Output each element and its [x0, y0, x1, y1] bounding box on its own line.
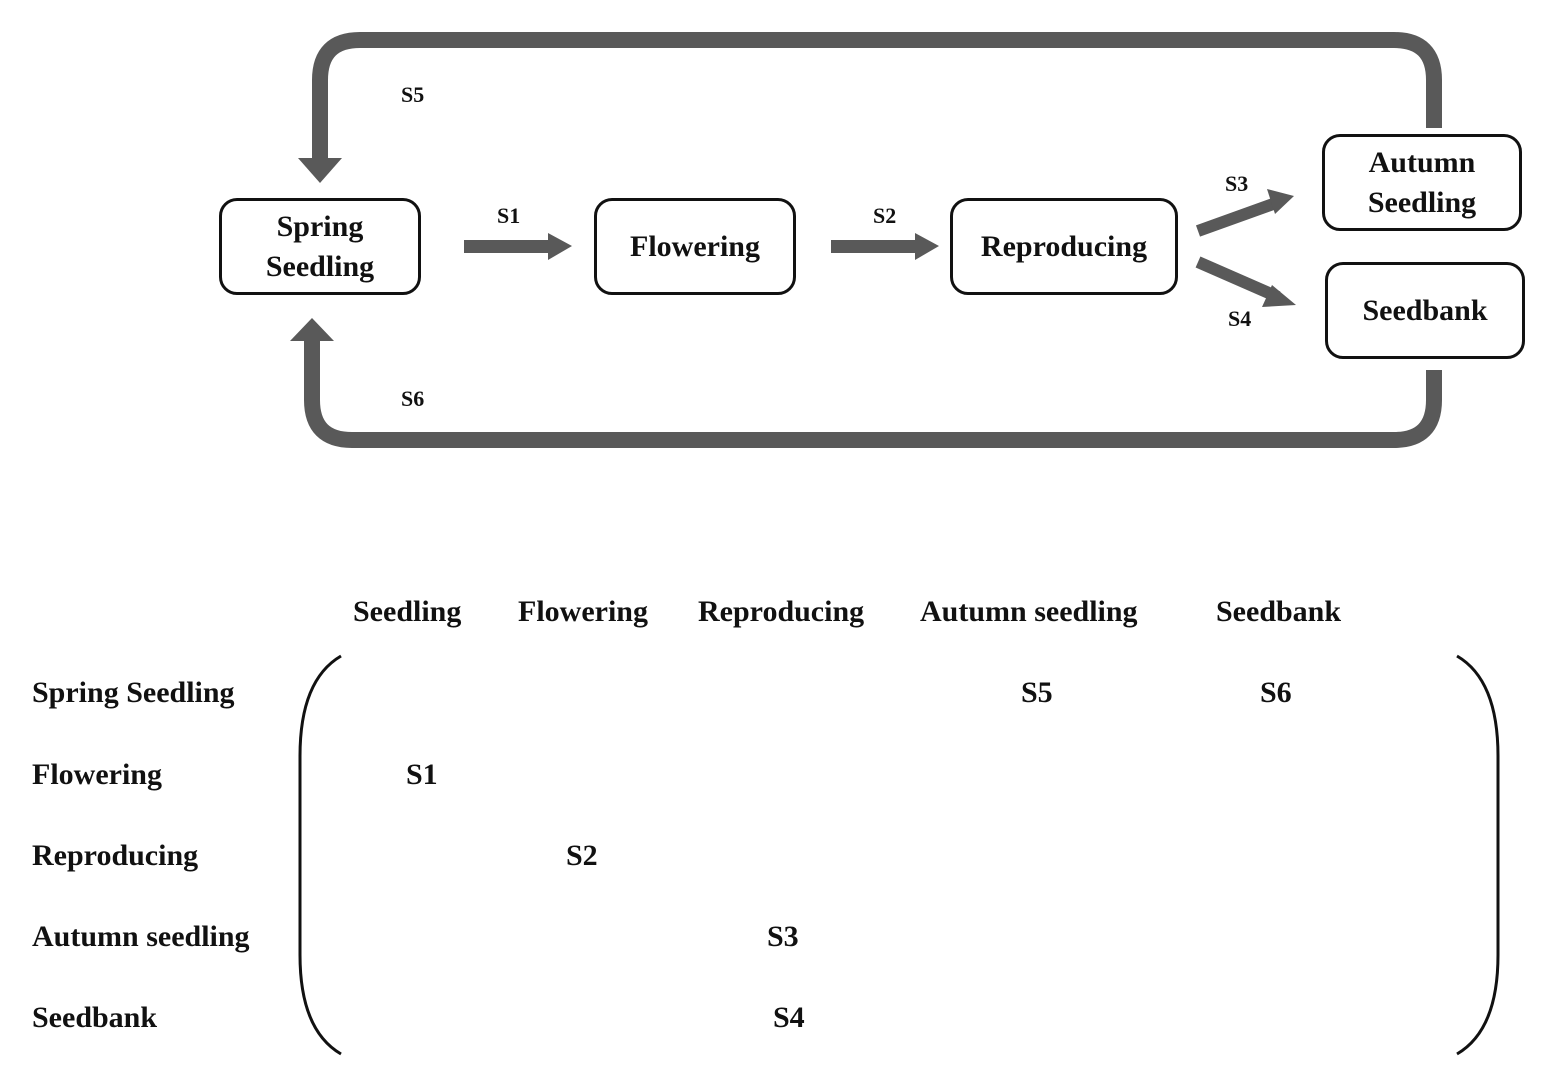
edge-label-s2: S2 — [873, 203, 897, 228]
matrix-cell-s6: S6 — [1260, 676, 1292, 709]
node-spring-seedling-line2: Seedling — [265, 249, 375, 283]
edge-label-s3: S3 — [1225, 171, 1249, 196]
arrow-s3-shaft — [1195, 197, 1279, 237]
matrix-row-seedbank: Seedbank — [32, 1001, 158, 1034]
arrow-s1-shaft — [464, 240, 550, 253]
matrix-row-spring-seedling: Spring Seedling — [32, 676, 235, 709]
edge-label-s6: S6 — [401, 386, 425, 411]
matrix-cell-s4: S4 — [773, 1001, 805, 1034]
node-flowering: Flowering — [594, 198, 796, 295]
node-autumn-seedling-line2: Seedling — [1367, 185, 1477, 219]
node-autumn-seedling-line1: Autumn — [1368, 145, 1476, 179]
arrow-s6 — [304, 338, 1442, 448]
matrix-cell-s1: S1 — [406, 758, 438, 791]
arrow-s2-shaft — [831, 240, 917, 253]
matrix-cell-s5: S5 — [1021, 676, 1053, 709]
arrow-s4-shaft — [1195, 256, 1281, 303]
matrix-right-bracket — [1456, 654, 1500, 1056]
node-spring-seedling: Spring Seedling — [219, 198, 421, 295]
edge-label-s5: S5 — [401, 82, 425, 107]
matrix-left-bracket — [298, 654, 342, 1056]
arrowhead-s1 — [548, 233, 572, 260]
node-seedbank-label: Seedbank — [1362, 293, 1488, 327]
arrowhead-s2 — [915, 233, 939, 260]
arrowhead-s6 — [290, 318, 334, 341]
node-flowering-label: Flowering — [630, 229, 760, 263]
matrix-col-seedling: Seedling — [353, 595, 462, 628]
matrix-row-autumn-seedling: Autumn seedling — [32, 920, 250, 953]
edge-label-s1: S1 — [497, 203, 521, 228]
node-spring-seedling-line1: Spring — [276, 209, 364, 243]
matrix-cell-s2: S2 — [566, 839, 598, 872]
matrix-col-seedbank: Seedbank — [1216, 595, 1342, 628]
matrix-cell-s3: S3 — [767, 920, 799, 953]
arrowhead-s5 — [298, 158, 342, 183]
node-reproducing-label: Reproducing — [980, 229, 1148, 263]
matrix-col-reproducing: Reproducing — [698, 595, 865, 628]
edge-label-s4: S4 — [1228, 306, 1252, 331]
matrix-col-autumn-seedling: Autumn seedling — [920, 595, 1138, 628]
arrowhead-s4 — [1262, 285, 1296, 307]
matrix-row-flowering: Flowering — [32, 758, 162, 791]
matrix-row-reproducing: Reproducing — [32, 839, 199, 872]
arrow-s5 — [312, 32, 1442, 162]
arrowhead-s3 — [1267, 189, 1294, 214]
node-seedbank: Seedbank — [1325, 262, 1525, 359]
matrix-col-flowering: Flowering — [518, 595, 648, 628]
node-reproducing: Reproducing — [950, 198, 1178, 295]
node-autumn-seedling: Autumn Seedling — [1322, 134, 1522, 231]
